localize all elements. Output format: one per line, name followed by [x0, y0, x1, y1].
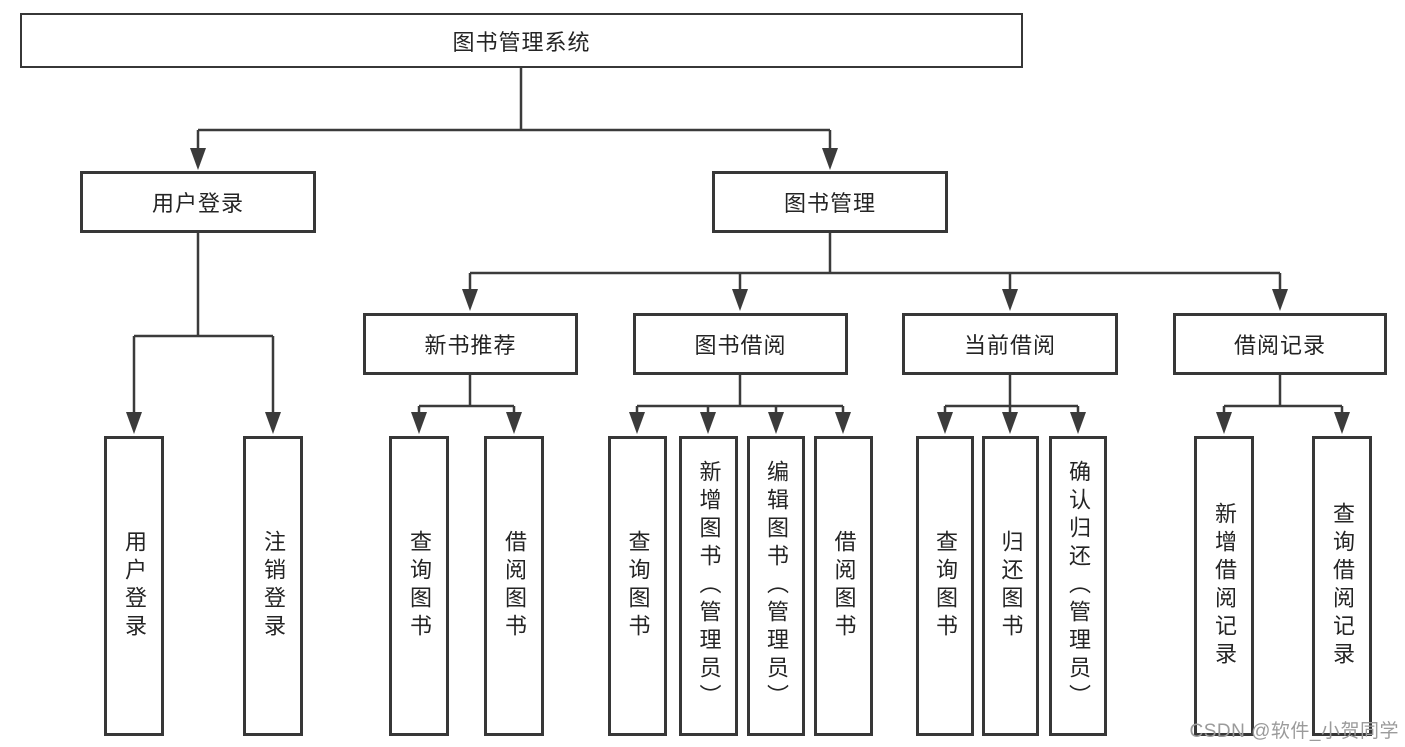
- leaf-add-borrowing-record: 新增借阅记录: [1194, 436, 1254, 736]
- leaf-logout: 注销登录: [243, 436, 303, 736]
- leaf-search-books: 查询图书: [389, 436, 449, 736]
- leaf-add-books-admin: 新增图书（管理员）: [679, 436, 738, 736]
- leaf-search-borrowing-record: 查询借阅记录: [1312, 436, 1372, 736]
- node-user-login: 用户登录: [80, 171, 316, 233]
- leaf-borrow-books: 借阅图书: [484, 436, 544, 736]
- node-book-management: 图书管理: [712, 171, 948, 233]
- node-new-book-recommendation: 新书推荐: [363, 313, 578, 375]
- node-borrowing-records: 借阅记录: [1173, 313, 1387, 375]
- leaf-borrow-books: 借阅图书: [814, 436, 873, 736]
- leaf-confirm-return-admin: 确认归还（管理员）: [1049, 436, 1107, 736]
- leaf-edit-books-admin: 编辑图书（管理员）: [747, 436, 805, 736]
- node-current-borrowing: 当前借阅: [902, 313, 1118, 375]
- leaf-return-books: 归还图书: [982, 436, 1039, 736]
- leaf-search-books: 查询图书: [916, 436, 974, 736]
- node-library-management-system: 图书管理系统: [20, 13, 1023, 68]
- node-book-borrowing: 图书借阅: [633, 313, 848, 375]
- leaf-user-login: 用户登录: [104, 436, 164, 736]
- leaf-search-books: 查询图书: [608, 436, 667, 736]
